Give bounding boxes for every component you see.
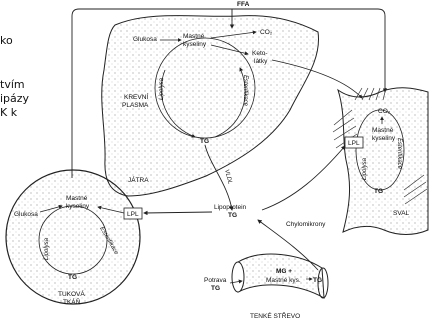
krevni-plasma-line2: PLASMA [122,102,149,109]
lipoprotein-to-muscle-arrow [262,146,345,210]
keto-label-line2: látky [254,58,268,65]
vldl-label: VLDL [223,169,233,185]
lipolysa-liver-label: Lipolysa [159,77,165,100]
lipolysa-muscle-label: Lipolysa [362,157,368,180]
krevni-plasma-line1: KREVNÍ [124,92,148,101]
tg-muscle-label: TG [374,188,383,195]
potrava-label-line2: TG [211,285,220,292]
mastne-kyseliny-adipose-line1: Mastné [66,195,88,202]
lipoprotein-to-adipose-arrow [144,212,212,213]
sval-label: SVAL [393,210,410,217]
mastne-kys-label: Mastné kys. [266,277,301,284]
tukova-tkan-line1: TUKOVÁ [58,289,85,298]
keto-label-line1: Keto- [252,50,268,57]
chylomikrony-label: Chylomikrony [286,221,326,228]
mastne-kyseliny-liver-line2: kyseliny [183,41,207,48]
lpl-muscle-label: LPL [348,140,360,147]
glukosa-adipose-label: Glukosa [14,211,38,218]
lpl-adipose-label: LPL [127,211,139,218]
lipolysa-adipose-label: Lipolysa [44,237,50,260]
potrava-label-line1: Potrava [204,277,227,284]
mastne-kyseliny-liver-line1: Mastné [183,33,205,40]
co2-muscle-label: CO₂ [378,108,391,115]
tukova-tkan-line2: TKÁŇ [63,297,81,306]
mastne-kyseliny-adipose-line2: kyseliny [66,203,90,210]
co2-liver-label: CO₂ [260,29,273,36]
esterifikace-muscle-label: Esterifikace [396,138,402,170]
tg-liver-label: TG [200,138,209,145]
mastne-kyseliny-muscle-line2: kyseliny [372,135,396,142]
mastne-kyseliny-muscle-line1: Mastné [372,127,394,134]
intestine-opening-left [232,262,244,292]
tenke-strevo-label: TENKÉ STŘEVO [250,311,300,320]
lipoprotein-label-line2: TG [228,212,237,219]
tg-adipose-label: TG [68,274,77,281]
adipose-shape [6,170,140,304]
jatra-label: JÁTRA [128,175,149,184]
tg-intestine-label: TG [313,277,322,284]
lipoprotein-label-line1: Lipoprotein [214,204,247,211]
esterifikace-liver-label: Esterifikace [242,75,248,107]
glukosa-liver-label: Glukosa [133,36,157,43]
ffa-label: FFA [237,1,250,8]
mg-label: MG + [276,268,292,275]
